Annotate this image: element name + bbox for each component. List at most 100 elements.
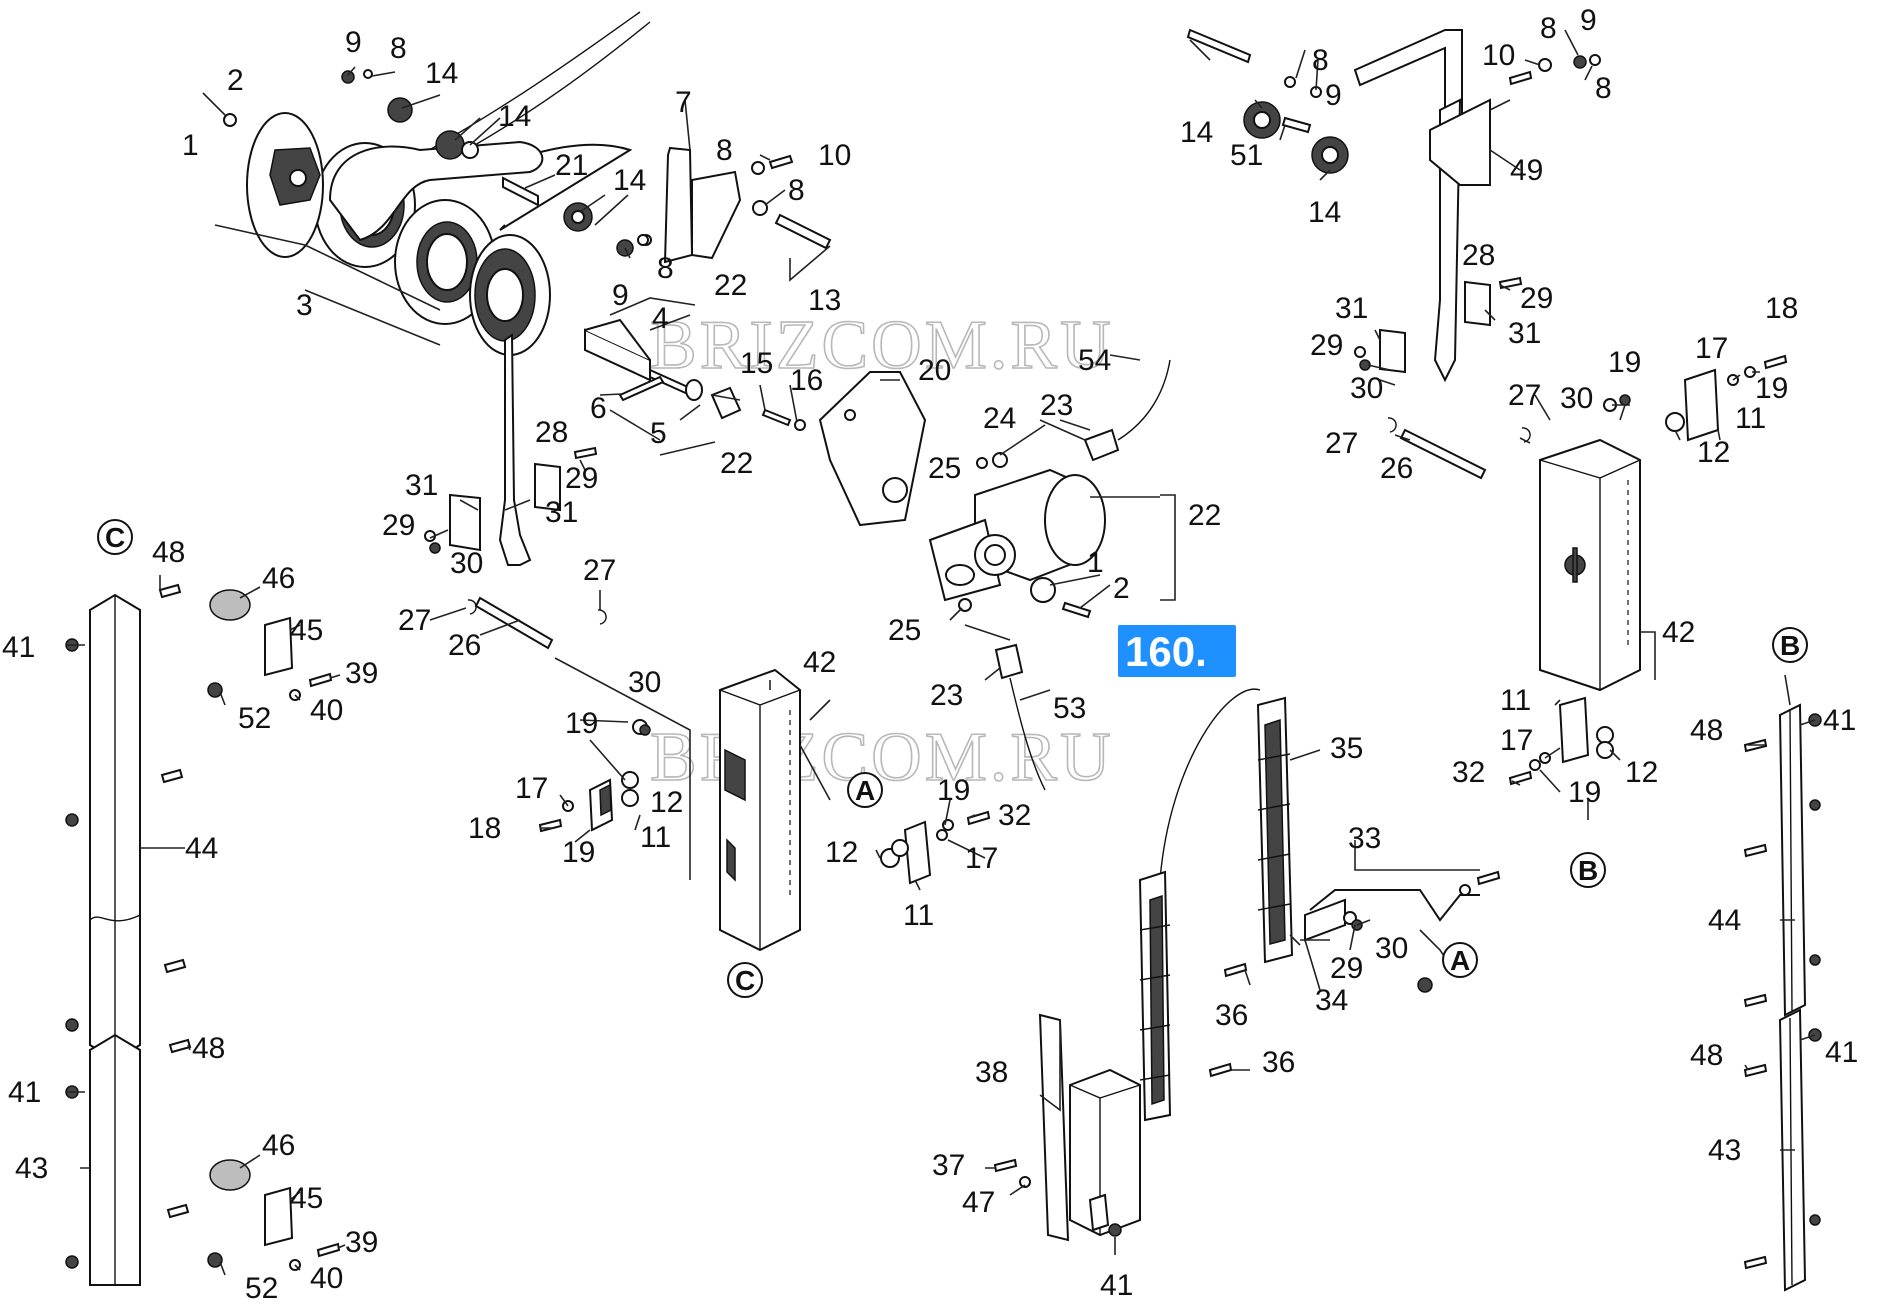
label-23: 23 [1040,389,1073,422]
label-14: 14 [425,57,458,90]
view-marker-a-left-label: A [855,775,875,806]
label-20: 20 [918,354,951,387]
label-35: 35 [1330,732,1363,765]
view-marker-b-bottom [1570,852,1606,888]
label-40b: 40 [310,1262,343,1295]
label-2: 2 [227,64,244,97]
label-17d: 17 [1500,724,1533,757]
label-49: 49 [1510,154,1543,187]
label-8g: 8 [1595,72,1612,105]
label-11c: 11 [1735,402,1766,435]
label-26b: 26 [1380,452,1413,485]
label-2b: 2 [1113,572,1130,605]
label-19b: 19 [562,836,595,869]
label-22: 22 [714,269,747,302]
label-4: 4 [652,302,669,335]
view-marker-c-top-label: C [105,522,125,553]
label-8f: 8 [1312,44,1329,77]
label-8: 8 [390,32,407,65]
label-15: 15 [740,347,773,380]
view-marker-a-right-label: A [1450,945,1470,976]
reference-number: 160. [1125,628,1207,675]
label-8e: 8 [1540,12,1557,45]
label-9b: 9 [612,279,629,312]
label-31c: 31 [1335,292,1368,325]
label-33: 33 [1348,822,1381,855]
label-28b: 28 [1462,239,1495,272]
label-21: 21 [555,149,588,182]
label-27b: 27 [398,604,431,637]
label-27c: 27 [1508,379,1541,412]
label-27d: 27 [1325,427,1358,460]
right-vertical-rails [1743,703,1822,1292]
reference-badge: 160. [1118,625,1236,677]
label-31: 31 [405,469,438,502]
label-41d: 41 [1823,704,1856,737]
label-19d: 19 [1608,346,1641,379]
label-19: 19 [565,707,598,740]
label-45: 45 [290,614,323,647]
view-marker-a-left [847,772,883,808]
label-36b: 36 [1262,1046,1295,1079]
label-41c: 41 [1100,1269,1133,1302]
label-38: 38 [975,1056,1008,1089]
label-19c: 19 [937,774,970,807]
view-marker-a-right [1442,942,1478,978]
label-52b: 52 [245,1272,278,1305]
label-30d: 30 [1350,372,1383,405]
view-marker-c-top [97,519,133,555]
label-13: 13 [808,284,841,317]
label-46: 46 [262,562,295,595]
label-14c: 14 [613,164,646,197]
label-3: 3 [296,289,313,322]
left-column-bracket [538,668,991,952]
leader-lines [66,29,1816,1276]
cable-chain-assembly [993,688,1501,1242]
label-16: 16 [790,364,823,397]
label-52: 52 [238,702,271,735]
label-8d: 8 [657,252,674,285]
label-5: 5 [650,417,667,450]
label-17b: 17 [965,842,998,875]
label-22c: 22 [1188,499,1221,532]
view-marker-b-bottom-label: B [1578,855,1598,886]
label-12: 12 [650,786,683,819]
label-12b: 12 [825,836,858,869]
label-6: 6 [590,392,607,425]
view-markers: C A C A B B [97,519,1808,998]
label-1b: 1 [1087,546,1104,579]
view-marker-b-top-label: B [1780,630,1800,661]
label-18b: 18 [1765,292,1798,325]
label-37: 37 [932,1149,965,1182]
label-11b: 11 [903,899,934,932]
label-46b: 46 [262,1129,295,1162]
label-29e: 29 [1310,329,1343,362]
label-48d: 48 [1690,1039,1723,1072]
label-30: 30 [450,547,483,580]
label-44b: 44 [1708,904,1741,937]
label-30b: 30 [628,666,661,699]
label-44: 44 [185,832,218,865]
label-31b: 31 [545,496,578,529]
label-32: 32 [998,799,1031,832]
label-29b: 29 [382,509,415,542]
label-9d: 9 [1325,79,1342,112]
label-42b: 42 [1662,616,1695,649]
label-25b: 25 [888,614,921,647]
label-54: 54 [1078,344,1111,377]
label-19f: 19 [1568,776,1601,809]
label-9: 9 [345,26,362,59]
label-41: 41 [2,631,35,664]
label-26: 26 [448,629,481,662]
label-41e: 41 [1825,1036,1858,1069]
label-51: 51 [1230,139,1263,172]
label-29: 29 [565,462,598,495]
label-14b: 14 [498,100,531,133]
label-29d: 29 [1520,282,1553,315]
label-27: 27 [583,554,616,587]
label-11: 11 [640,821,671,854]
label-10b: 10 [1482,39,1515,72]
right-top-assembly [1186,28,1788,786]
label-41b: 41 [8,1076,41,1109]
